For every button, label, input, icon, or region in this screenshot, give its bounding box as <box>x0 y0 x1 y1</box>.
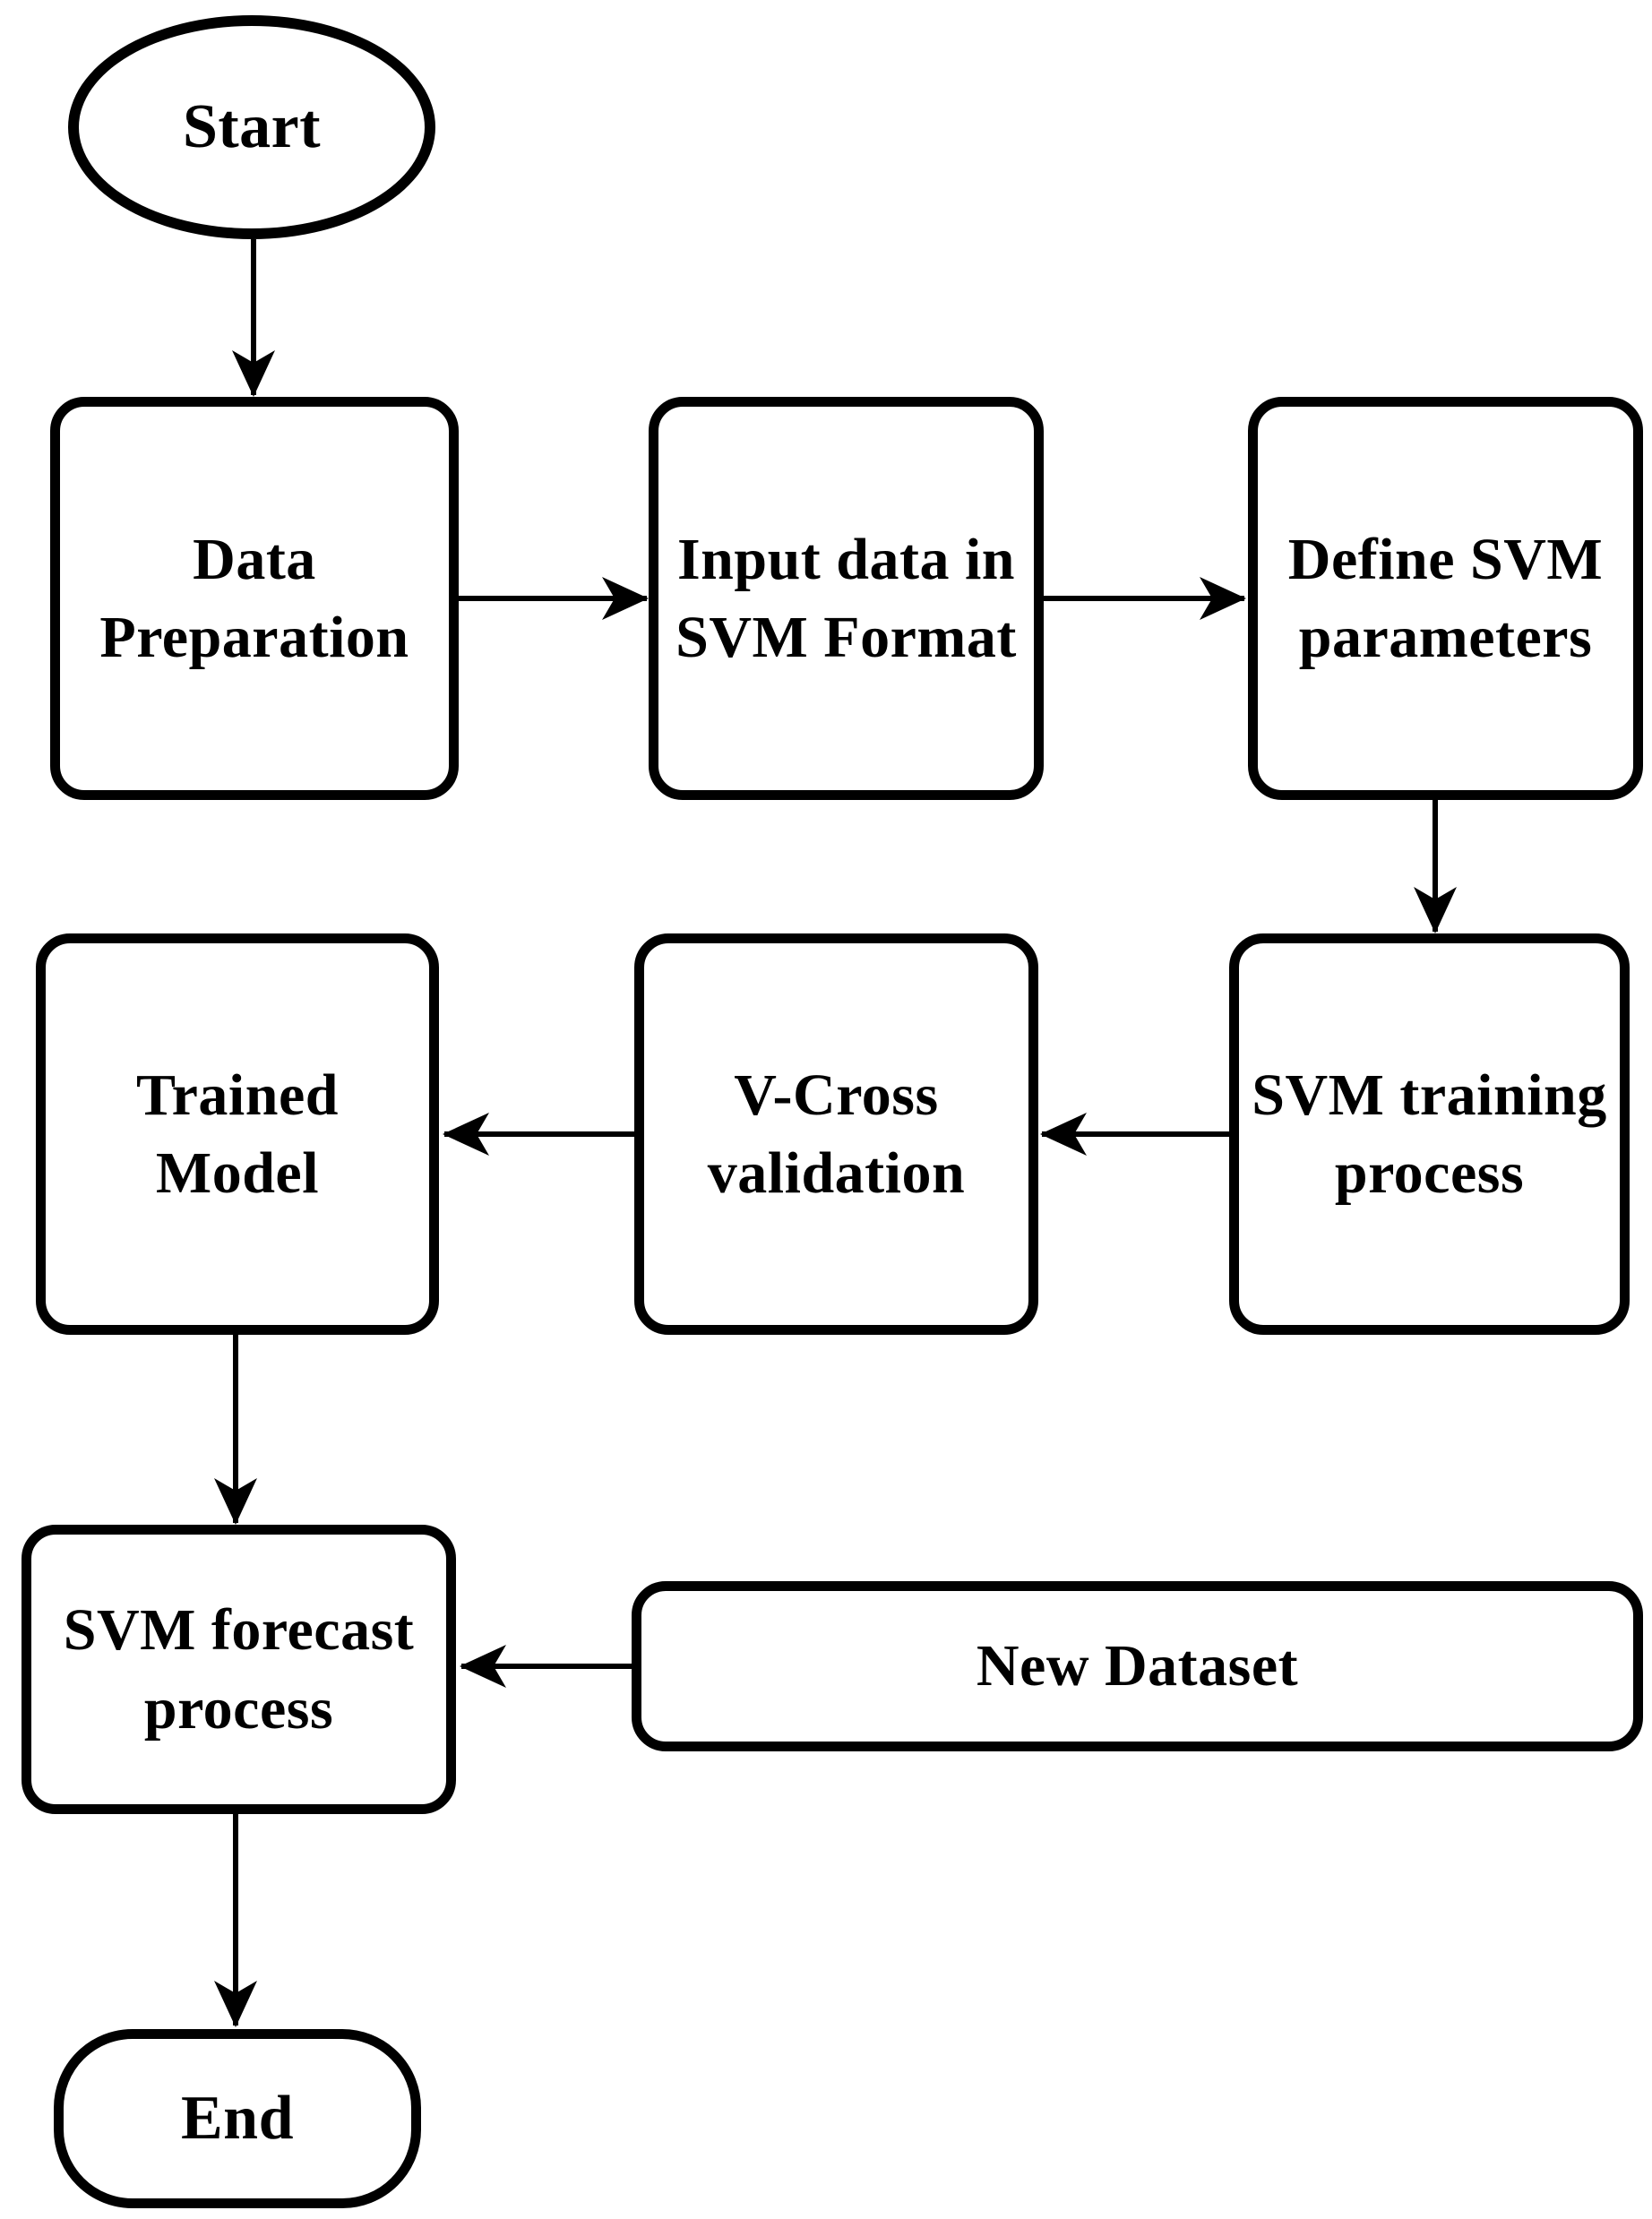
node-start: Start <box>68 15 435 239</box>
node-trained-model: Trained Model <box>36 933 439 1335</box>
node-define-svm-parameters-label: Define SVM parameters <box>1287 526 1604 670</box>
node-define-svm-parameters: Define SVM parameters <box>1248 397 1643 800</box>
node-data-preparation: Data Preparation <box>50 397 459 800</box>
node-new-dataset: New Dataset <box>632 1581 1643 1751</box>
node-trained-model-label: Trained Model <box>136 1062 339 1206</box>
node-svm-forecast-process-label: SVM forecast process <box>63 1597 415 1742</box>
node-input-data-svm-format-label: Input data in SVM Format <box>675 526 1017 670</box>
node-end-label: End <box>180 2083 295 2153</box>
node-start-label: Start <box>182 91 322 161</box>
node-new-dataset-label: New Dataset <box>976 1633 1299 1699</box>
node-input-data-svm-format: Input data in SVM Format <box>649 397 1044 800</box>
node-svm-training-process: SVM training process <box>1229 933 1630 1335</box>
node-data-preparation-label: Data Preparation <box>99 526 409 670</box>
node-svm-training-process-label: SVM training process <box>1252 1062 1607 1206</box>
node-v-cross-validation-label: V-Cross validation <box>707 1062 966 1206</box>
node-end: End <box>54 2029 421 2208</box>
node-svm-forecast-process: SVM forecast process <box>22 1525 456 1814</box>
node-v-cross-validation: V-Cross validation <box>634 933 1038 1335</box>
